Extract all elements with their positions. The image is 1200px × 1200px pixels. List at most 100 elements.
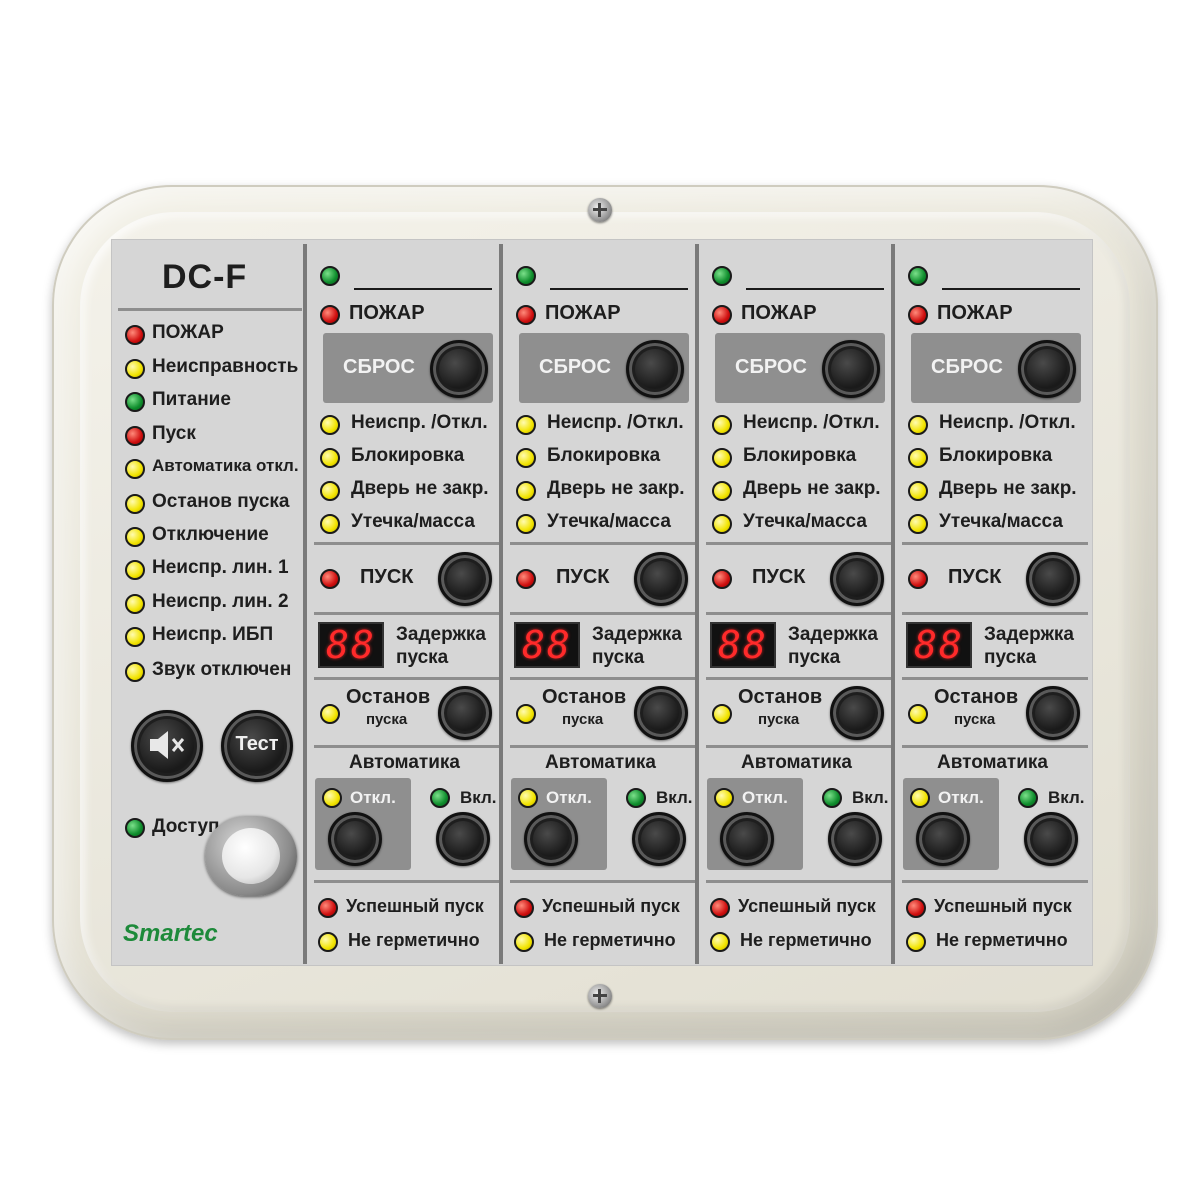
status-label: Автоматика откл. [152, 456, 299, 475]
zone-separator [314, 542, 500, 545]
zone-indicator-led [712, 448, 732, 468]
auto-off-led [322, 788, 342, 808]
stop-button[interactable] [438, 686, 492, 740]
auto-off-button[interactable] [328, 812, 382, 866]
start-led [320, 569, 340, 589]
stop-label-line1: Останов [346, 686, 431, 708]
start-button[interactable] [830, 552, 884, 606]
auto-on-button[interactable] [828, 812, 882, 866]
start-button[interactable] [634, 552, 688, 606]
zone-fire-led [516, 305, 536, 325]
title-divider [118, 308, 302, 311]
status-label: Отключение [152, 524, 269, 545]
success-led [710, 898, 730, 918]
zone-indicator-label: Утечка/масса [547, 511, 671, 532]
zone-separator [706, 677, 892, 680]
auto-off-label: Откл. [938, 788, 984, 807]
zone-indicator-label: Утечка/масса [743, 511, 867, 532]
auto-on-label: Вкл. [656, 788, 693, 807]
auto-off-button[interactable] [524, 812, 578, 866]
start-led [712, 569, 732, 589]
reset-button[interactable] [430, 340, 488, 398]
zone-separator [706, 745, 892, 748]
reset-button[interactable] [626, 340, 684, 398]
reset-label: СБРОС [343, 356, 415, 378]
auto-on-label: Вкл. [460, 788, 497, 807]
zone-divider [891, 244, 895, 964]
zone-divider [303, 244, 307, 964]
stop-button[interactable] [634, 686, 688, 740]
start-button[interactable] [1026, 552, 1080, 606]
delay-label-line1: Задержка [592, 624, 682, 645]
status-led [125, 459, 145, 479]
zone-name-line [746, 288, 884, 290]
bottom-screw-icon [588, 984, 612, 1008]
zone-fire-label: ПОЖАР [937, 302, 1013, 324]
start-button[interactable] [438, 552, 492, 606]
success-label: Успешный пуск [346, 896, 484, 916]
success-led [514, 898, 534, 918]
auto-off-led [714, 788, 734, 808]
status-label: Неиспр. ИБП [152, 624, 274, 645]
zone-separator [902, 542, 1088, 545]
zone-indicator-led [908, 481, 928, 501]
auto-off-led [910, 788, 930, 808]
stop-button[interactable] [830, 686, 884, 740]
reset-label: СБРОС [931, 356, 1003, 378]
reset-button[interactable] [1018, 340, 1076, 398]
zone-indicator-led [908, 448, 928, 468]
zone-status-led [908, 266, 928, 286]
auto-off-label: Откл. [546, 788, 592, 807]
zone-indicator-led [712, 481, 732, 501]
auto-on-button[interactable] [436, 812, 490, 866]
zone-indicator-label: Неиспр. /Откл. [547, 412, 684, 433]
auto-on-label: Вкл. [852, 788, 889, 807]
stop-button[interactable] [1026, 686, 1080, 740]
leak-label: Не герметично [348, 930, 480, 950]
model-title: DC-F [162, 258, 248, 296]
status-led [125, 325, 145, 345]
auto-off-button[interactable] [916, 812, 970, 866]
success-led [318, 898, 338, 918]
zone-divider [499, 244, 503, 964]
zone-indicator-label: Неиспр. /Откл. [351, 412, 488, 433]
status-led [125, 392, 145, 412]
auto-off-label: Откл. [350, 788, 396, 807]
zone-indicator-label: Дверь не закр. [547, 478, 685, 499]
auto-off-button[interactable] [720, 812, 774, 866]
zone-indicator-label: Утечка/масса [939, 511, 1063, 532]
status-label: Неиспр. лин. 2 [152, 591, 289, 612]
start-label: ПУСК [948, 566, 1002, 588]
success-label: Успешный пуск [738, 896, 876, 916]
zone-indicator-label: Блокировка [351, 445, 465, 466]
status-led [125, 426, 145, 446]
zone-fire-led [908, 305, 928, 325]
reset-button[interactable] [822, 340, 880, 398]
zone-separator [510, 880, 696, 883]
success-led [906, 898, 926, 918]
stop-label-line2: пуска [758, 711, 800, 728]
test-button[interactable] [221, 710, 293, 782]
zone-separator [510, 677, 696, 680]
auto-on-button[interactable] [632, 812, 686, 866]
status-led [125, 359, 145, 379]
zone-separator [902, 677, 1088, 680]
zone-indicator-led [320, 448, 340, 468]
stop-led [712, 704, 732, 724]
zone-indicator-label: Утечка/масса [351, 511, 475, 532]
zone-indicator-led [516, 514, 536, 534]
zone-indicator-led [320, 415, 340, 435]
leak-led [710, 932, 730, 952]
zone-separator [314, 880, 500, 883]
test-button-label: Тест [235, 733, 279, 755]
status-led [125, 594, 145, 614]
zone-fire-label: ПОЖАР [545, 302, 621, 324]
zone-indicator-led [712, 514, 732, 534]
zone-fire-led [712, 305, 732, 325]
auto-off-label: Откл. [742, 788, 788, 807]
zone-indicator-label: Неиспр. /Откл. [939, 412, 1076, 433]
automatic-label: Автоматика [545, 752, 656, 773]
zone-separator [902, 612, 1088, 615]
auto-on-button[interactable] [1024, 812, 1078, 866]
stop-label-line2: пуска [954, 711, 996, 728]
